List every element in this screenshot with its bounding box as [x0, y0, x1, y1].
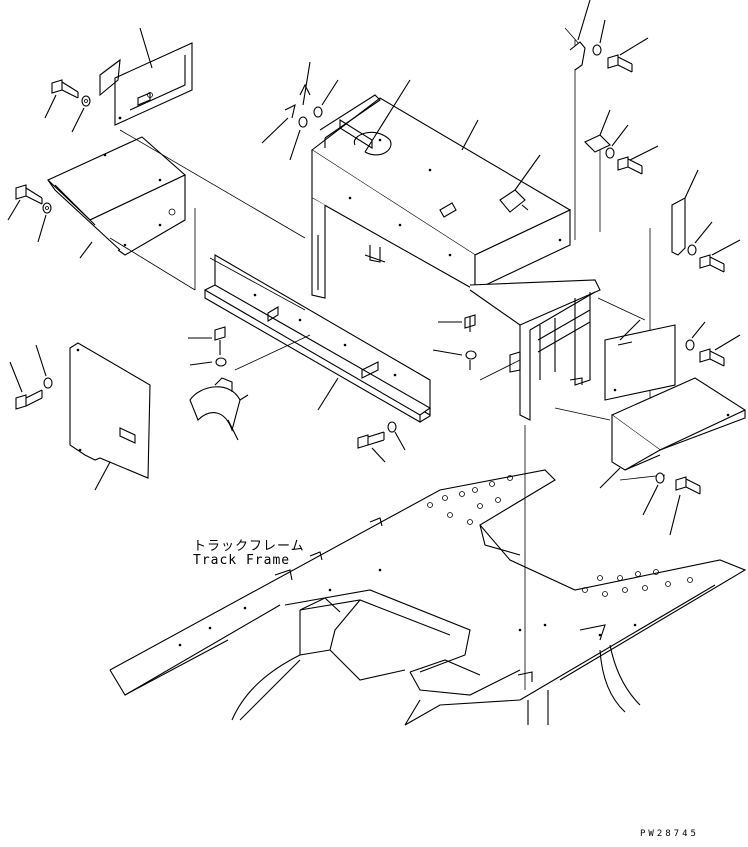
hose-clamp [189, 377, 249, 441]
top-pin-parts [261, 61, 339, 161]
left-plate-washer [35, 344, 53, 389]
center-left-bolt [188, 326, 227, 367]
main-box-frame [311, 79, 601, 421]
left-cover-box [47, 136, 186, 259]
track-frame [109, 469, 747, 726]
left-mounting-bracket [99, 27, 193, 126]
right-bottom-washer [642, 472, 665, 516]
center-right-bolt [432, 314, 477, 370]
frame-bolt-holes [178, 475, 693, 647]
left-plate-bolt [9, 361, 43, 410]
track-frame-label-en: Track Frame [193, 553, 291, 568]
long-side-plate [203, 254, 432, 423]
left-mid-bolt [7, 184, 43, 221]
right-top-clip [569, 0, 649, 73]
left-top-washer [71, 95, 91, 133]
right-bracket [671, 169, 741, 273]
right-bottom-bolt [669, 476, 701, 536]
right-cover-plate [604, 319, 741, 401]
left-top-bolt [44, 79, 79, 119]
right-mid-clip [584, 109, 659, 175]
track-frame-label-jp: トラックフレーム [193, 539, 305, 554]
bottom-center-bolt [357, 431, 386, 463]
left-large-plate [69, 342, 151, 491]
left-mid-washer [37, 202, 52, 243]
right-cover-box [599, 377, 747, 489]
bottom-center-washer [387, 421, 406, 451]
drawing-code: PW28745 [640, 829, 699, 839]
